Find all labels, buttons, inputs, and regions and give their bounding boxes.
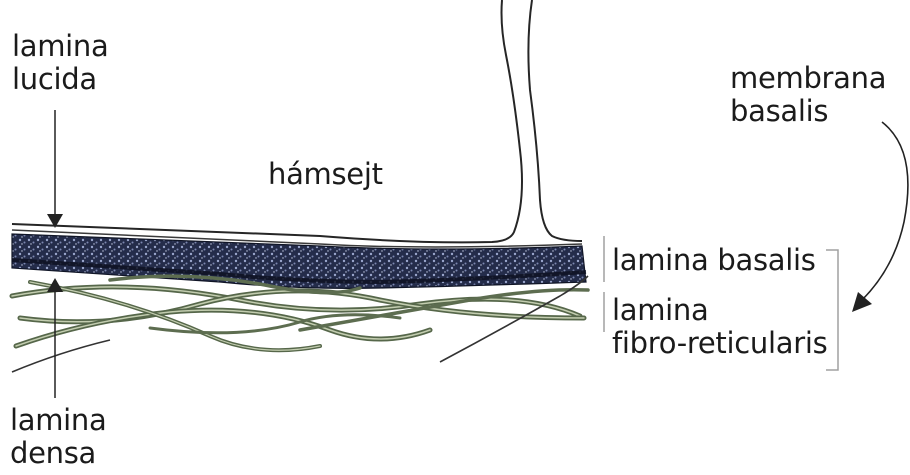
label-lamina-densa: lamina densa [10,404,107,470]
membrana-basalis-bracket [826,250,838,370]
membrana-basalis-arrow-curve [862,122,908,300]
label-lamina-basalis: lamina basalis [612,244,816,277]
cell-membrane-inner-line [528,0,582,241]
label-membrana-basalis: membrana basalis [730,62,886,128]
label-lamina-lucida: lamina lucida [12,30,109,96]
label-hamsejt: hámsejt [268,158,383,191]
membrana-basalis-arrowhead [852,292,872,312]
label-lamina-fibro-reticularis: lamina fibro-reticularis [612,294,827,360]
